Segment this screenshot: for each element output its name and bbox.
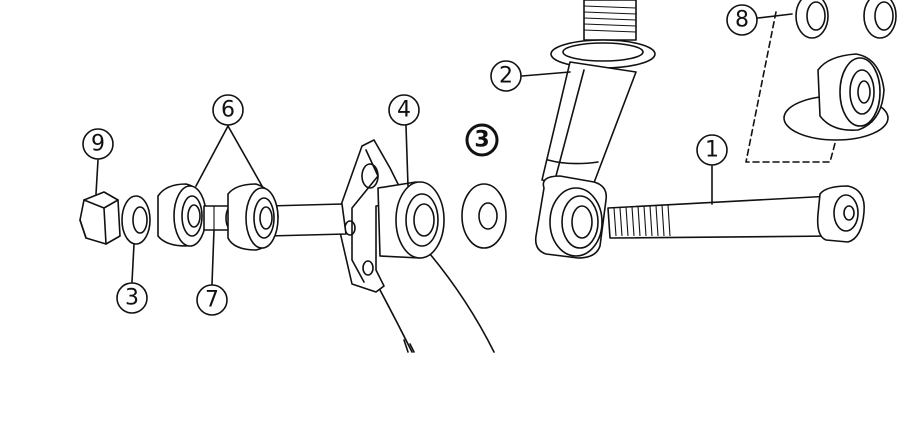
callout-4: 4: [388, 94, 420, 126]
callout-6: 6: [212, 94, 244, 126]
callout-2-label: 2: [499, 64, 513, 89]
callout-9-label: 9: [91, 132, 105, 157]
part-6-bushing-right: [227, 183, 279, 251]
part-1-bolt: [607, 185, 865, 243]
callout-8-label: 8: [735, 8, 749, 33]
callout-8: 8: [726, 4, 758, 36]
callout-3-right-label: 3: [474, 128, 489, 153]
callout-7-label: 7: [205, 288, 219, 313]
part-4-bracket-with-bushing: [339, 139, 495, 353]
shaft-sleeve: [267, 203, 347, 237]
callout-2: 2: [490, 60, 522, 92]
part-2-shock-absorber: [534, 0, 656, 259]
callout-1: 1: [696, 134, 728, 166]
callout-6-label: 6: [221, 98, 235, 123]
callout-3-left-label: 3: [125, 286, 139, 311]
part-9-hex-nut: [79, 191, 121, 245]
part-6-bushing-left: [157, 183, 207, 247]
callout-3-right: 3: [465, 123, 499, 157]
leader-lines: [95, 13, 793, 285]
callout-4-label: 4: [397, 98, 411, 123]
part-8-inset: [745, 0, 897, 163]
part-3-washer-right: [461, 183, 507, 249]
callout-3-left: 3: [116, 282, 148, 314]
callout-7: 7: [196, 284, 228, 316]
callout-1-label: 1: [705, 138, 719, 163]
part-3-washer-left: [121, 195, 151, 245]
callout-9: 9: [82, 128, 114, 160]
